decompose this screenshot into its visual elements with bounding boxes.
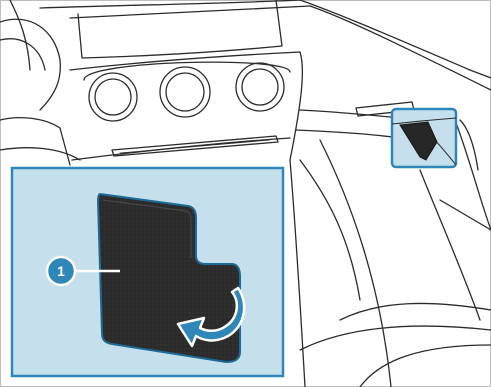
- callout-number: 1: [57, 263, 65, 279]
- location-highlight-box: [392, 109, 456, 167]
- callout-marker-icon: 1: [47, 257, 75, 285]
- detail-inset: 1: [12, 168, 283, 376]
